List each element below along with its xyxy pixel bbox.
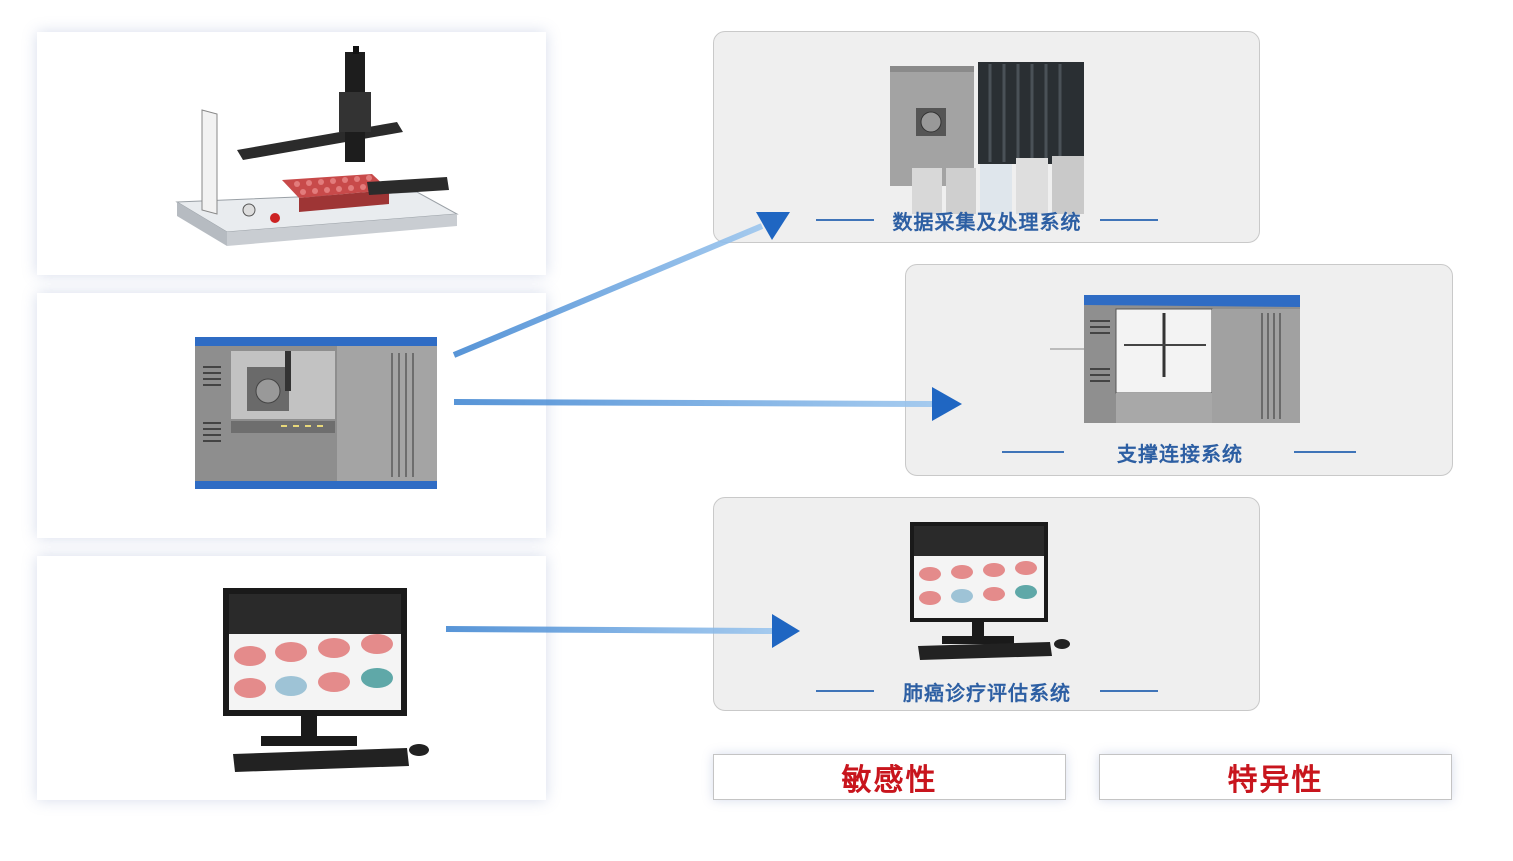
desktop-computer-icon bbox=[223, 588, 429, 772]
computer-monitor-icon bbox=[910, 522, 1070, 660]
arrow-to-data-acquisition bbox=[452, 212, 790, 358]
arrow-to-support-connection bbox=[453, 387, 962, 421]
label-rule-left bbox=[1002, 451, 1064, 453]
system-panel-lung-cancer-assessment: 肺癌诊疗评估系统 bbox=[713, 497, 1260, 711]
label-rule-left bbox=[816, 219, 874, 221]
metric-label: 特异性 bbox=[1227, 763, 1324, 798]
system-label: 数据采集及处理系统 bbox=[892, 210, 1082, 234]
support-enclosure-icon bbox=[1050, 295, 1300, 423]
gantry-robot-sampler-icon bbox=[175, 46, 459, 246]
system-label: 支撑连接系统 bbox=[1117, 442, 1243, 466]
metric-specificity: 特异性 bbox=[1099, 754, 1452, 800]
label-rule-left bbox=[816, 690, 874, 692]
equipment-card-computer bbox=[37, 556, 546, 800]
arrow-to-assessment bbox=[445, 614, 800, 648]
metric-label: 敏感性 bbox=[841, 763, 938, 798]
metric-sensitivity: 敏感性 bbox=[713, 754, 1066, 800]
system-panel-data-acquisition: 数据采集及处理系统 bbox=[713, 31, 1260, 243]
label-rule-right bbox=[1100, 219, 1158, 221]
label-rule-right bbox=[1100, 690, 1158, 692]
data-acquisition-hardware-icon bbox=[890, 62, 1084, 214]
label-rule-right bbox=[1294, 451, 1356, 453]
system-panel-support-connection: 支撑连接系统 bbox=[905, 264, 1453, 476]
system-label: 肺癌诊疗评估系统 bbox=[903, 681, 1071, 705]
equipment-card-cabinet bbox=[37, 293, 546, 538]
equipment-card-robot bbox=[37, 32, 546, 275]
enclosed-instrument-cabinet-icon bbox=[195, 337, 437, 489]
